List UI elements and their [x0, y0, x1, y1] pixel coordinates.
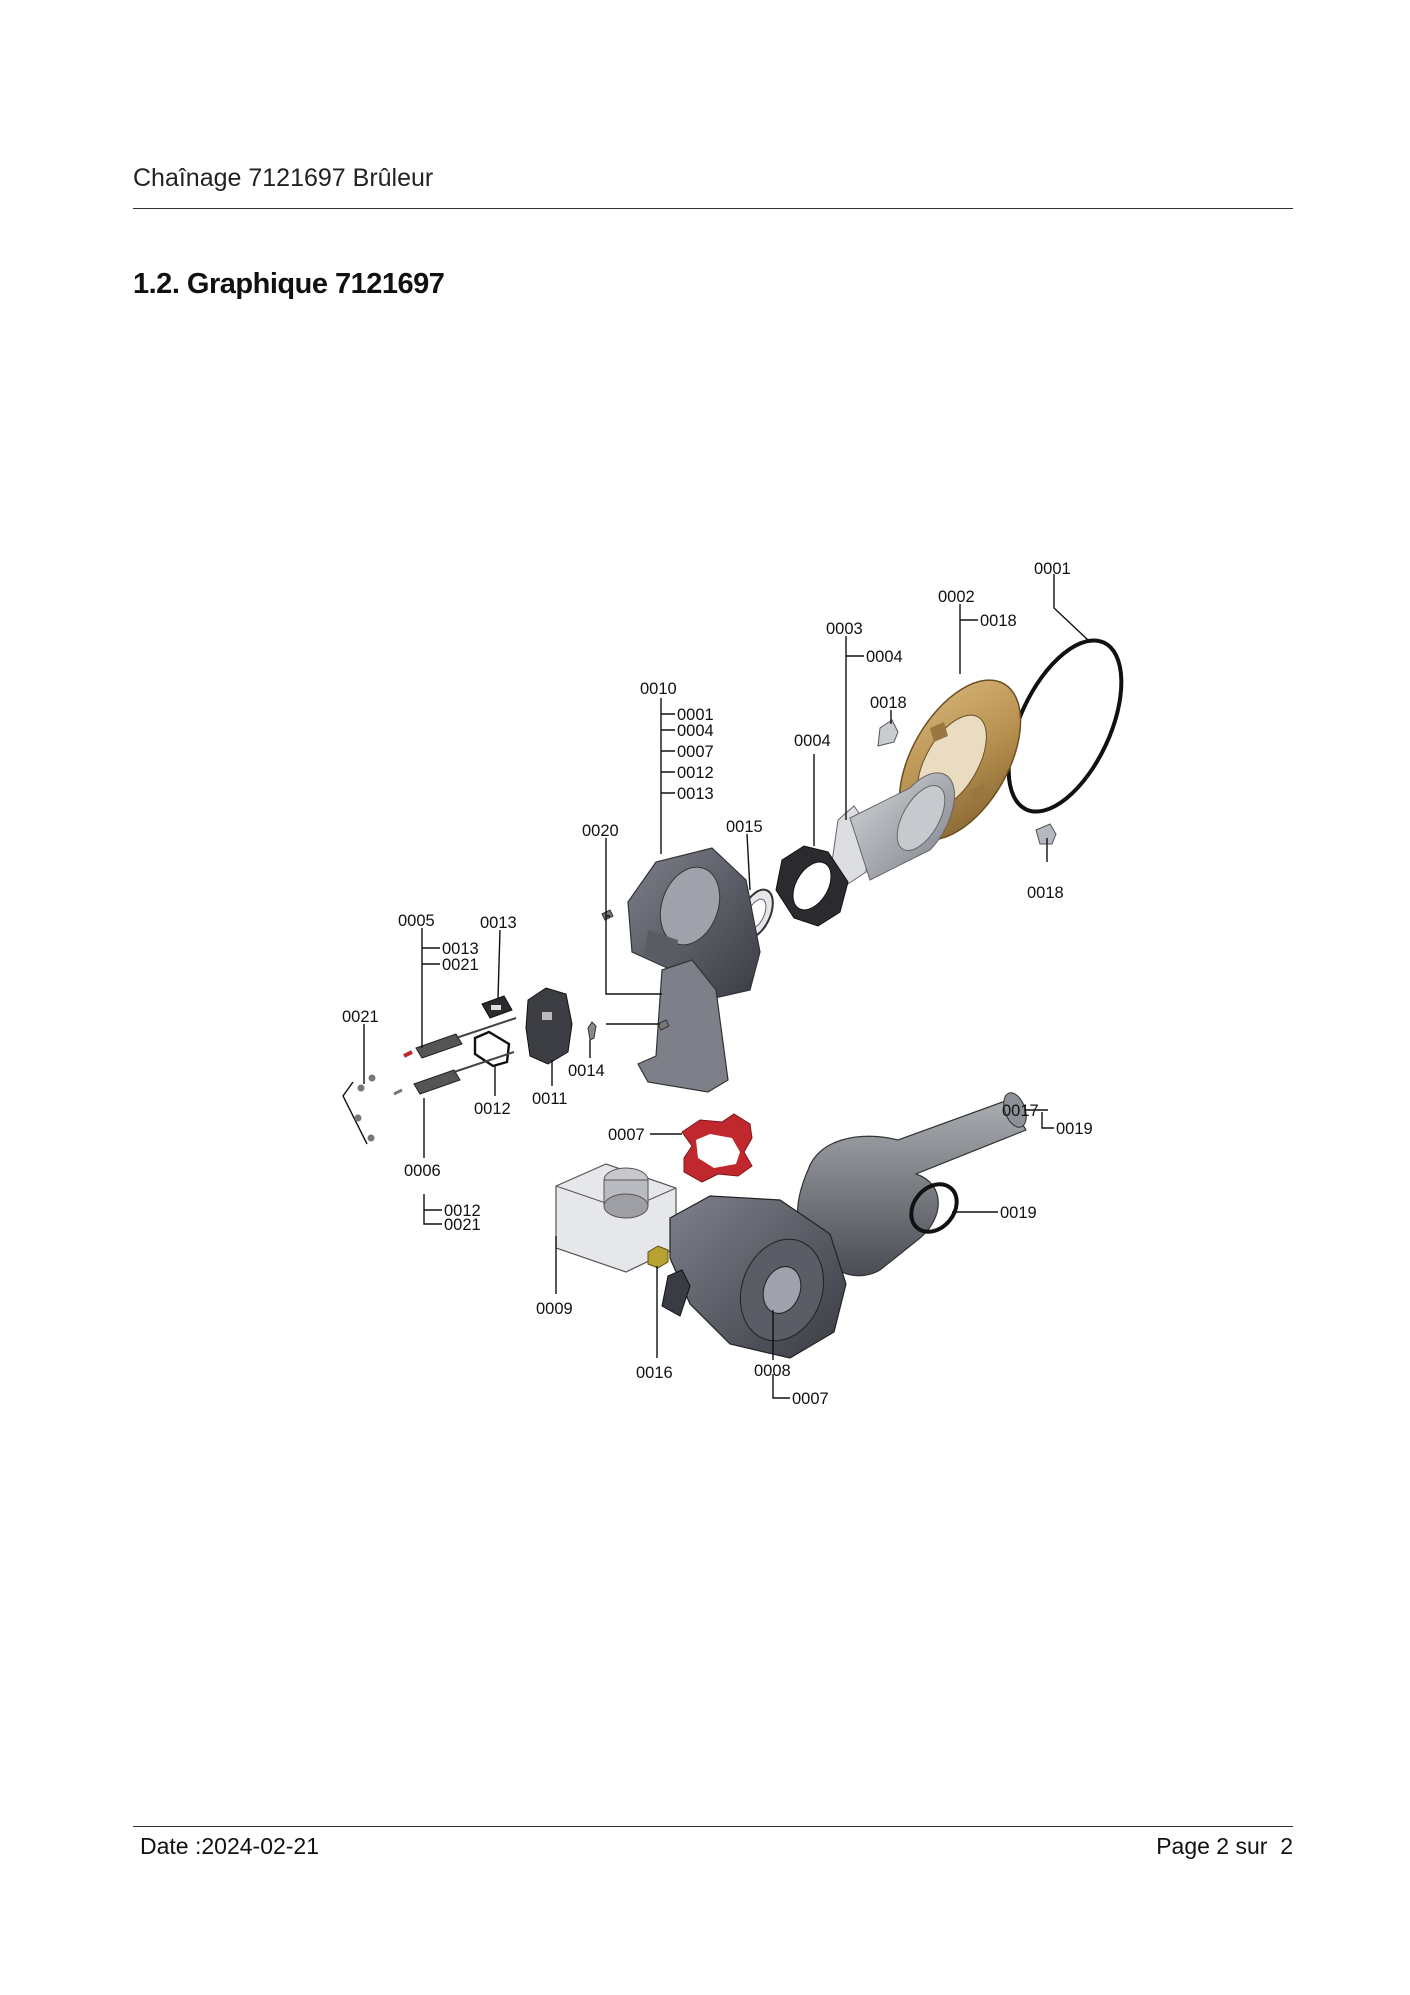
flame-tube-0003	[831, 772, 955, 885]
clip-0018-top	[877, 719, 899, 747]
label-0011: 0011	[532, 1090, 567, 1108]
label-0020: 0020	[582, 822, 619, 840]
label-0008: 0008	[754, 1362, 791, 1380]
label-0002: 0002	[938, 588, 975, 606]
screw-0014	[587, 1021, 597, 1041]
label-0006: 0006	[404, 1162, 441, 1180]
fan-0008	[661, 1195, 847, 1359]
footer-date: Date :2024-02-21	[140, 1833, 320, 1859]
label-0019: 0019	[1000, 1204, 1037, 1222]
nozzle-0016	[647, 1245, 669, 1269]
header-divider	[133, 208, 1293, 209]
label-0005: 0005	[398, 912, 435, 930]
label-0005-sub-0021: 0021	[442, 956, 479, 974]
label-0007: 0007	[608, 1126, 645, 1144]
label-0003: 0003	[826, 620, 863, 638]
label-0010-sub-0013: 0013	[677, 785, 714, 803]
label-0010-sub-0004: 0004	[677, 722, 714, 740]
gasket-0004	[775, 845, 849, 927]
label-0013: 0013	[480, 914, 517, 932]
ignition-unit-0011	[525, 987, 573, 1065]
label-0017-sub-0019: 0019	[1056, 1120, 1093, 1138]
label-0002-sub-0018: 0018	[980, 612, 1017, 630]
label-0021: 0021	[342, 1008, 379, 1026]
gasket-0007-red	[681, 1113, 753, 1183]
footer-divider	[133, 1826, 1293, 1827]
label-0010-sub-0001: 0001	[677, 706, 714, 724]
gasket-0012	[473, 1030, 511, 1068]
label-0017: 0017	[1002, 1102, 1039, 1120]
label-0010: 0010	[640, 680, 677, 698]
label-0004: 0004	[794, 732, 831, 750]
screws-0021	[342, 1074, 376, 1145]
electrode-0005	[403, 1017, 517, 1059]
label-0010-sub-0007: 0007	[677, 743, 714, 761]
label-0014: 0014	[568, 1062, 605, 1080]
label-0006-sub-0021: 0021	[444, 1216, 481, 1234]
label-0010-sub-0012: 0012	[677, 764, 714, 782]
label-0008-sub-0007: 0007	[792, 1390, 829, 1408]
label-0018-top: 0018	[870, 694, 907, 712]
exploded-parts-diagram: 0001 0002 0018 0003 0004 0018 0018 0004 …	[330, 550, 1130, 1410]
electrode-0006	[393, 1051, 515, 1096]
label-0005-sub-0013: 0013	[442, 940, 479, 958]
label-0003-sub-0004: 0004	[866, 648, 903, 666]
o-ring-0019	[909, 1182, 959, 1234]
gas-valve-0009	[555, 1163, 677, 1273]
screw-0020-bottom	[657, 1019, 670, 1031]
label-0009: 0009	[536, 1300, 573, 1318]
burner-housing-0010	[627, 847, 761, 1093]
label-0001: 0001	[1034, 560, 1071, 578]
label-0018-bottom: 0018	[1027, 884, 1064, 902]
label-0016: 0016	[636, 1364, 673, 1382]
part-labels: 0001 0002 0018 0003 0004 0018 0018 0004 …	[342, 560, 1093, 1408]
o-ring-0001	[1006, 638, 1124, 814]
clip-0018-bottom	[1035, 823, 1057, 845]
label-0015: 0015	[726, 818, 763, 836]
gasket-0013	[481, 995, 513, 1019]
label-0012: 0012	[474, 1100, 511, 1118]
screw-0020-top	[601, 909, 614, 921]
footer-page-number: Page 2 sur 2	[1156, 1833, 1293, 1859]
section-heading: 1.2. Graphique 7121697	[133, 268, 445, 300]
leader-lines	[363, 574, 1089, 1399]
label-0006-sub-0012: 0012	[444, 1202, 481, 1220]
header-title: Chaînage 7121697 Brûleur	[133, 164, 434, 192]
